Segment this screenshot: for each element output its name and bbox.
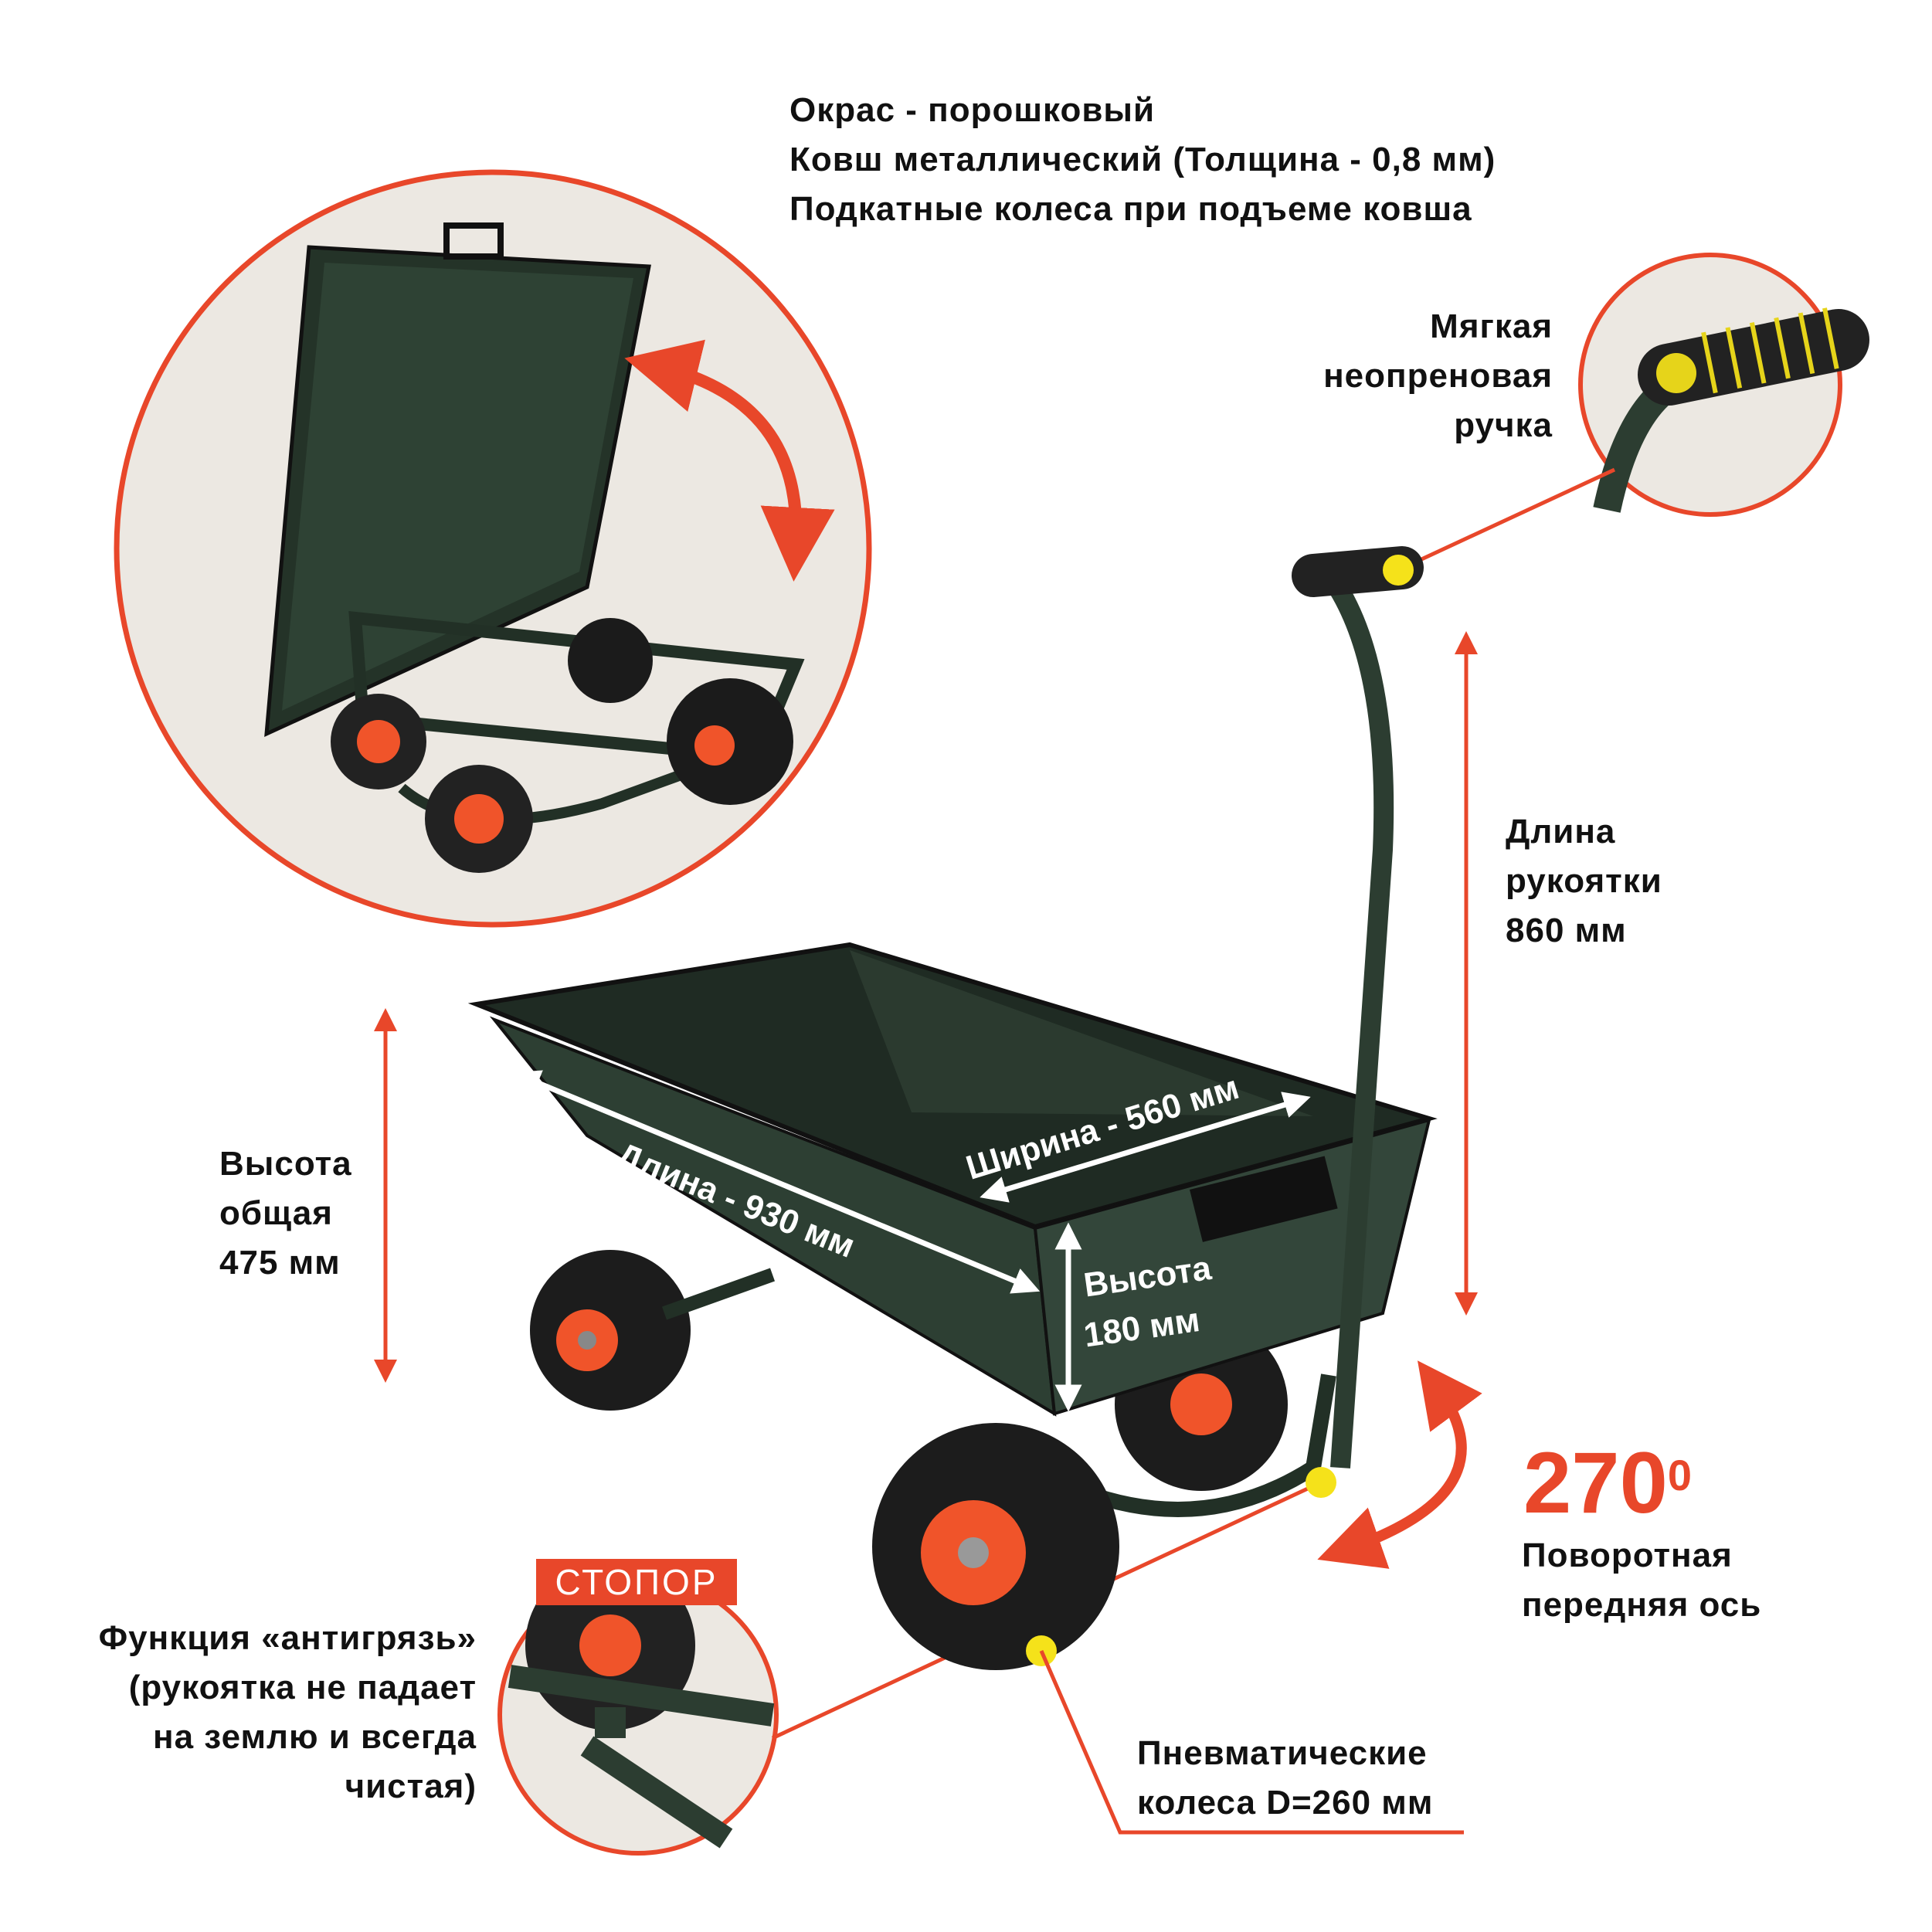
wheel: [568, 618, 653, 703]
antidirt-label: на землю и всегда: [153, 1718, 477, 1756]
tilt-arrow-icon: [624, 339, 835, 582]
grip-label: ручка: [1454, 406, 1553, 444]
handle-length-value: 860 мм: [1506, 912, 1627, 949]
wheel: [667, 678, 793, 805]
cart: [467, 546, 1438, 1670]
handle-length-label: Длина: [1506, 813, 1616, 851]
feature-paint: Окрас - порошковый: [789, 91, 1156, 129]
wheels-label: Пневматические: [1137, 1734, 1428, 1772]
antidirt-label: чистая): [345, 1767, 477, 1805]
wheel: [425, 765, 533, 873]
marker-dot: [1306, 1467, 1336, 1498]
wheel: [331, 694, 426, 789]
rotation-arrow-icon: [1317, 1360, 1482, 1569]
handle-grip-inset: [1578, 253, 1869, 517]
total-height-label: общая: [219, 1194, 333, 1232]
length-arrow-icon: [512, 1070, 1041, 1294]
rotation-label: передняя ось: [1522, 1586, 1762, 1624]
marker-dot: [1383, 555, 1414, 586]
handle-length-label: рукоятки: [1506, 862, 1662, 900]
antidirt-label: (рукоятка не падает: [128, 1669, 477, 1706]
grip-label: неопреновая: [1323, 357, 1553, 395]
total-height-value: 475 мм: [219, 1244, 341, 1282]
feature-bucket: Ковш металлический (Толщина - 0,8 мм): [789, 141, 1496, 178]
feature-wheels: Подкатные колеса при подъеме ковша: [789, 190, 1472, 228]
total-height-label: Высота: [219, 1145, 352, 1183]
tipping-bucket-inset: [114, 169, 872, 928]
width-arrow-icon: [980, 1092, 1311, 1203]
antidirt-inset: [497, 1560, 779, 1856]
grip-label: Мягкая: [1430, 307, 1553, 345]
rotation-label: Поворотная: [1522, 1536, 1733, 1574]
stopper-badge: СТОПОР: [536, 1559, 737, 1605]
wheels-label: колеса D=260 мм: [1137, 1784, 1434, 1822]
rotation-angle: 2700: [1523, 1435, 1693, 1531]
antidirt-label: Функция «антигрязь»: [98, 1619, 477, 1657]
